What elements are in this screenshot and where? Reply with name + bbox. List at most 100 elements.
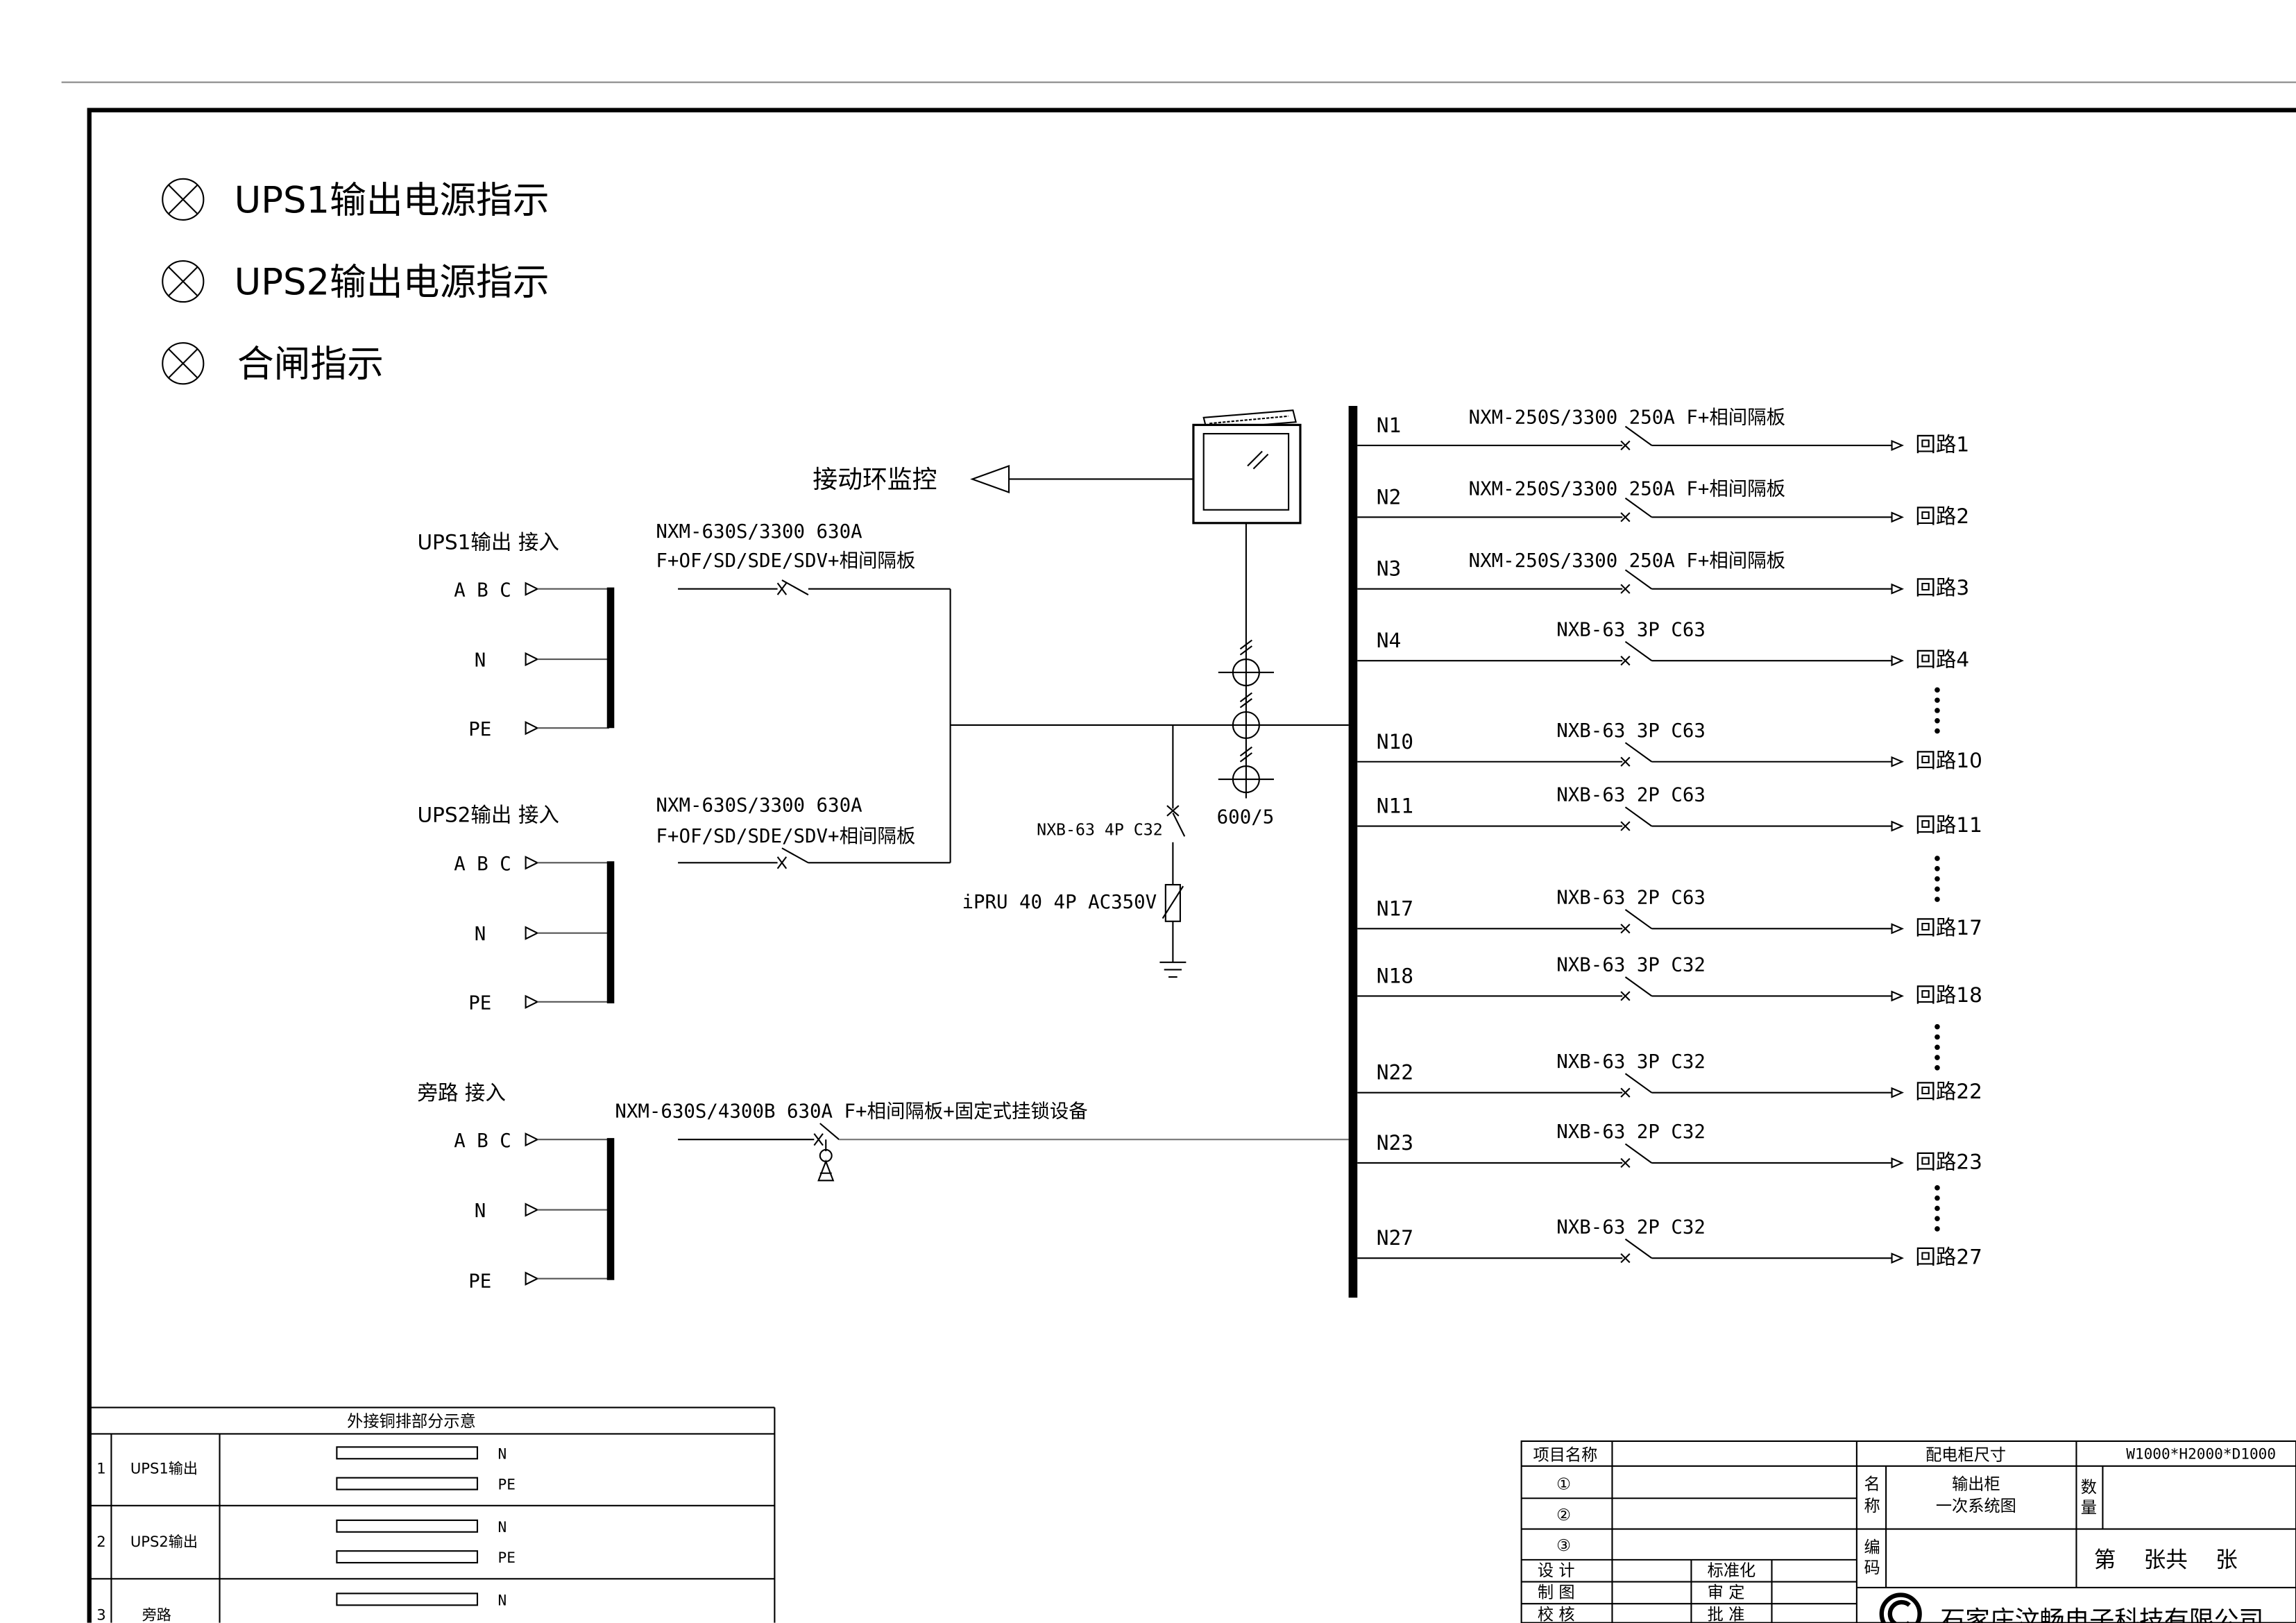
continuation-dot [1934,897,1940,902]
feeder-n10: N10 NXB-63 3P C63 回路10 [1357,720,1982,772]
terminal-arrow-icon [525,652,539,667]
breaker-model: NXM-630S/3300 630A [656,795,862,817]
copper-bar-icon [336,1446,479,1460]
feeder-breaker-icon [1620,640,1653,666]
outgoing-arrow-icon [1891,655,1904,667]
continuation-dot [1934,697,1940,703]
continuation-dot [1934,1034,1940,1040]
item-2: ② [1556,1506,1571,1524]
feeder-breaker-label: NXB-63 3P C63 [1556,720,1706,742]
continuation-dot [1934,1044,1940,1051]
bar-label: PE [498,1549,516,1566]
bar-label: PE [498,1476,516,1493]
outgoing-arrow-icon [1891,439,1904,451]
input-ups1: UPS1输出 接入 A B C N PE NXM-630S/3300 630A … [417,521,951,740]
project-name-label: 项目名称 [1533,1445,1598,1464]
title-block: 项目名称 ① ② ③ 设 计 制 图 校 核 标准化 审 定 批 准 配电柜尺寸… [1520,1440,2296,1623]
feeder-circuit-label: 回路11 [1915,813,1982,837]
feeder-circuit-label: 回路2 [1915,504,1969,528]
feeder-id: N27 [1377,1226,1413,1250]
breaker-symbol-icon [776,847,809,869]
current-transformer-icon [1218,639,1274,687]
continuation-dot [1934,1195,1940,1201]
outgoing-arrow-icon [1891,990,1904,1002]
continuation-dot [1934,1216,1940,1221]
continuation-dots [1934,687,1940,1232]
feeder-circuit-label: 回路10 [1915,749,1982,772]
feeder-breaker-icon [1620,976,1653,1001]
check-label: 校 核 [1538,1605,1575,1623]
pe-label: PE [468,992,491,1014]
review-label: 审 定 [1708,1583,1745,1602]
input-ups2: UPS2输出 接入 A B C N PE NXM-630S/3300 630A … [417,795,951,1014]
feeder-circuit-label: 回路3 [1915,576,1969,600]
feeder-id: N17 [1377,897,1413,920]
company-name: 石家庄汶畅电子科技有限公司 [1940,1606,2263,1623]
outgoing-arrow-icon [1891,1252,1904,1264]
cabinet-size-label: 配电柜尺寸 [1925,1445,2006,1464]
qty-label: 量 [2081,1498,2097,1517]
feeder-breaker-icon [1620,909,1653,934]
input-bypass: 旁路 接入 A B C N PE NXM-630S/4300B 630A F+相… [417,1081,1349,1292]
feeder-id: N11 [1377,794,1413,818]
continuation-dot [1934,708,1940,713]
feeder-breaker-label: NXB-63 2P C63 [1556,887,1706,908]
ct-ratio-label: 600/5 [1217,806,1275,828]
phase-label: A B C [454,853,511,875]
feeder-id: N1 [1377,414,1402,437]
name-label: 名 [1864,1475,1880,1494]
drawing-label: 制 图 [1538,1583,1575,1602]
feeder-breaker-label: NXM-250S/3300 250A F+相间隔板 [1469,550,1785,572]
continuation-dot [1934,687,1940,693]
continuation-dot [1934,1185,1940,1191]
standard-label: 标准化 [1708,1561,1756,1580]
feeder-breaker-label: NXB-63 3P C63 [1556,619,1706,640]
breaker-accessories: F+OF/SD/SDE/SDV+相间隔板 [656,826,915,847]
drawing-frame [87,108,2296,1623]
legend: UPS1输出电源指示 UPS2输出电源指示 合闸指示 [162,178,550,386]
row-number: 1 [96,1459,105,1477]
ups1-indicator-lamp-icon [162,178,205,221]
approve-label: 批 准 [1708,1605,1745,1623]
breaker-symbol-icon [776,579,809,596]
breaker-accessories: F+OF/SD/SDE/SDV+相间隔板 [656,550,915,572]
outgoing-arrow-icon [1891,1087,1904,1098]
close-indicator-lamp-icon [162,342,205,385]
sheet-label: 第 张共 张 [2094,1547,2238,1572]
outgoing-arrow-icon [1891,511,1904,523]
feeder-circuit-label: 回路18 [1915,983,1982,1007]
item-1: ① [1556,1475,1571,1494]
terminal-arrow-icon [525,1203,539,1217]
continuation-dot [1934,1023,1940,1030]
feeder-id: N22 [1377,1061,1413,1085]
bar-label: N [498,1518,507,1536]
drawing-name: 一次系统图 [1936,1497,2016,1515]
feeder-id: N10 [1377,730,1413,754]
feeder-id: N3 [1377,557,1402,581]
input-title: UPS2输出 接入 [417,803,559,826]
outgoing-arrow-icon [1891,820,1904,832]
copper-bar-icon [336,1477,479,1490]
feeder-breaker-icon [1620,498,1653,522]
bar-label: N [498,1445,507,1462]
row-name: UPS1输出 [130,1459,198,1477]
ground-icon [1159,961,1187,978]
continuation-dot [1934,1205,1940,1212]
outgoing-arrow-icon [1891,923,1904,935]
copper-bar-icon [336,1519,479,1533]
continuation-dot [1934,886,1940,892]
spd-breaker-label: NXB-63 4P C32 [1037,820,1163,839]
current-transformer-icon [1232,692,1260,740]
row-name: UPS2输出 [130,1533,198,1550]
continuation-dot [1934,1055,1940,1060]
name-label: 称 [1864,1497,1880,1515]
copper-bar-icon [336,1592,479,1606]
